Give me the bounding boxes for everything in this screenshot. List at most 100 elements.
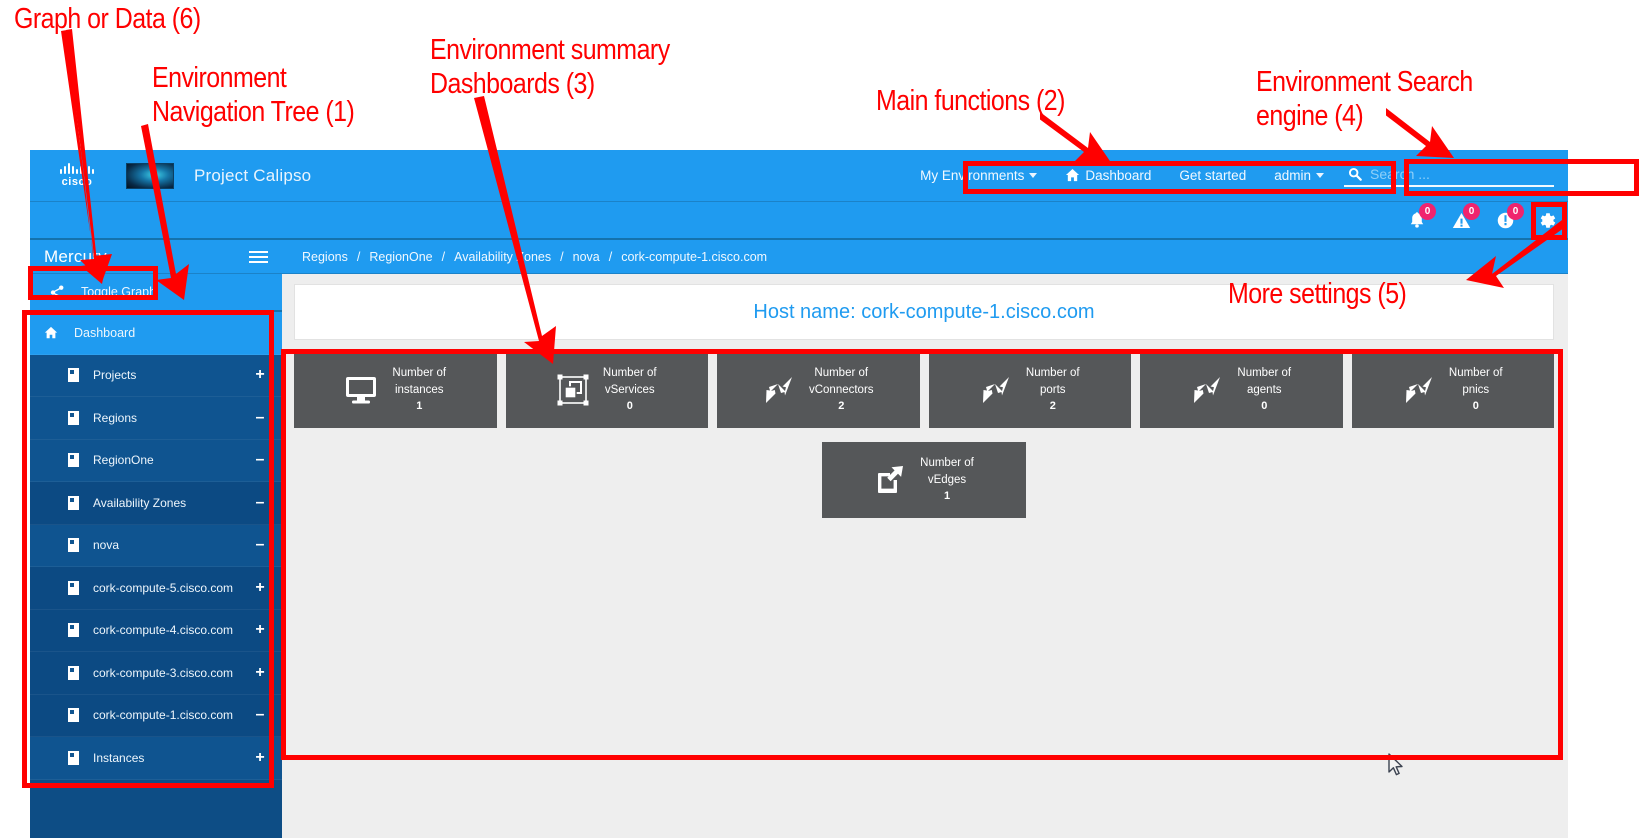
card-number-of-agents[interactable]: Number of agents 0 [1140,352,1343,428]
collapse-toggle-icon[interactable]: – [255,408,265,426]
brand-thumbnail-image [126,162,174,189]
sidebar-item-cork-compute-4[interactable]: cork-compute-4.cisco.com + [30,609,282,652]
sidebar-item-label: cork-compute-1.cisco.com [93,708,234,723]
share-nodes-icon [50,285,64,299]
card-number-of-vedges[interactable]: Number of vEdges 1 [822,442,1026,518]
breadcrumb-separator: / [356,249,361,264]
sidebar-item-instances[interactable]: Instances + [30,737,282,780]
toggle-graph-zone: Toggle Graph [30,274,282,312]
collapse-toggle-icon[interactable]: – [255,536,265,554]
collapse-arrows-icon [1403,374,1435,406]
card-title-line2: instances [394,383,444,396]
external-link-icon [874,464,906,496]
breadcrumb-item-regionone[interactable]: RegionOne [369,249,433,264]
card-text: Number of vServices 0 [603,365,657,415]
collapse-toggle-icon[interactable]: – [255,706,265,724]
card-text: Number of ports 2 [1026,365,1080,415]
sidebar-item-cork-compute-5[interactable]: cork-compute-5.cisco.com + [30,567,282,610]
sidebar-item-availability-zones[interactable]: Availability Zones – [30,482,282,525]
annotation-label-4: Environment Search engine (4) [1256,66,1473,133]
search-input[interactable]: Search ... [1370,166,1430,182]
hamburger-icon[interactable] [249,250,268,263]
settings-button[interactable] [1528,205,1562,235]
notifications-button[interactable]: 0 [1396,201,1438,239]
expand-toggle-icon[interactable]: + [255,621,265,639]
summary-card-row-1: Number of instances 1 [294,352,1554,428]
card-count: 1 [943,490,951,503]
card-number-of-vconnectors[interactable]: Number of vConnectors 2 [717,352,920,428]
collapse-arrows-icon [763,374,795,406]
group-objects-icon [557,374,589,406]
breadcrumb-separator: / [608,249,613,264]
card-count: 2 [838,400,845,413]
document-icon [68,708,79,723]
nav-dashboard[interactable]: Dashboard [1051,168,1165,183]
nav-user-admin-label: admin [1274,167,1311,183]
sidebar-item-label: Dashboard [74,325,136,340]
collapse-arrows-icon [1191,374,1223,406]
breadcrumb-item-availability-zones[interactable]: Availability Zones [454,249,552,264]
status-bar: 0 0 0 [30,202,1568,240]
nav-user-admin[interactable]: admin [1260,150,1338,202]
summary-dashboards: Number of instances 1 [294,352,1554,828]
document-icon [68,623,79,638]
card-text: Number of agents 0 [1237,365,1291,415]
main-column: Regions / RegionOne / Availability Zones… [282,240,1568,838]
alerts-button[interactable]: 0 [1440,201,1482,239]
nav-get-started[interactable]: Get started [1165,150,1260,202]
info-badge: 0 [1507,203,1524,220]
nav-my-environments[interactable]: My Environments [906,150,1051,202]
warning-triangle-icon [1452,212,1470,228]
environment-navigation-tree: Mercury Toggle Graph [30,240,282,838]
card-number-of-vservices[interactable]: Number of vServices 0 [505,352,708,428]
breadcrumb-item-nova[interactable]: nova [572,249,600,264]
card-title-line2: vConnectors [808,383,874,396]
document-icon [68,665,79,680]
application-window: cisco Project Calipso My Environments Da… [30,150,1568,838]
sidebar-item-regions[interactable]: Regions – [30,397,282,440]
home-icon [1066,168,1080,182]
card-title-line2: vServices [604,383,655,396]
card-number-of-pnics[interactable]: Number of pnics 0 [1351,352,1554,428]
host-name-text: Host name: cork-compute-1.cisco.com [753,300,1095,323]
sidebar-item-nova[interactable]: nova – [30,524,282,567]
sidebar-item-dashboard[interactable]: Dashboard [30,312,282,355]
tree-list: Dashboard Projects + Regions – R [30,312,282,838]
collapse-toggle-icon[interactable]: – [255,493,265,511]
info-button[interactable]: 0 [1484,201,1526,239]
annotation-label-5: More settings (5) [1228,278,1407,310]
breadcrumb-item-regions[interactable]: Regions [302,249,348,264]
breadcrumb-item-current[interactable]: cork-compute-1.cisco.com [621,249,768,264]
document-icon [68,368,79,383]
card-number-of-ports[interactable]: Number of ports 2 [928,352,1131,428]
nav-my-environments-label: My Environments [920,167,1025,183]
toggle-graph-button[interactable]: Toggle Graph [40,281,178,304]
card-title-line1: Number of [1237,366,1292,379]
home-icon [44,326,58,338]
document-icon [68,453,79,468]
toggle-graph-label: Toggle Graph [81,285,157,299]
sidebar-item-label: cork-compute-5.cisco.com [93,580,234,595]
expand-toggle-icon[interactable]: + [255,578,265,596]
document-icon [68,495,79,510]
sidebar-title: Mercury [44,246,107,266]
notifications-badge: 0 [1419,203,1436,220]
sidebar-item-label: Projects [93,368,137,383]
card-title-line1: Number of [814,366,869,379]
expand-toggle-icon[interactable]: + [255,366,265,384]
sidebar-item-label: Instances [93,750,145,765]
search-box[interactable]: Search ... [1344,164,1554,187]
sidebar-item-regionone[interactable]: RegionOne – [30,439,282,482]
card-text: Number of vConnectors 2 [809,365,874,415]
card-title-line2: pnics [1462,383,1490,396]
sidebar-item-cork-compute-3[interactable]: cork-compute-3.cisco.com + [30,652,282,695]
card-number-of-instances[interactable]: Number of instances 1 [294,352,497,428]
sidebar-item-cork-compute-1[interactable]: cork-compute-1.cisco.com – [30,694,282,737]
card-title-line2: vEdges [927,473,967,486]
app-body: Mercury Toggle Graph [30,240,1568,838]
expand-toggle-icon[interactable]: + [255,663,265,681]
expand-toggle-icon[interactable]: + [255,748,265,766]
sidebar-item-projects[interactable]: Projects + [30,354,282,397]
card-text: Number of vEdges 1 [920,455,974,505]
collapse-toggle-icon[interactable]: – [255,451,265,469]
